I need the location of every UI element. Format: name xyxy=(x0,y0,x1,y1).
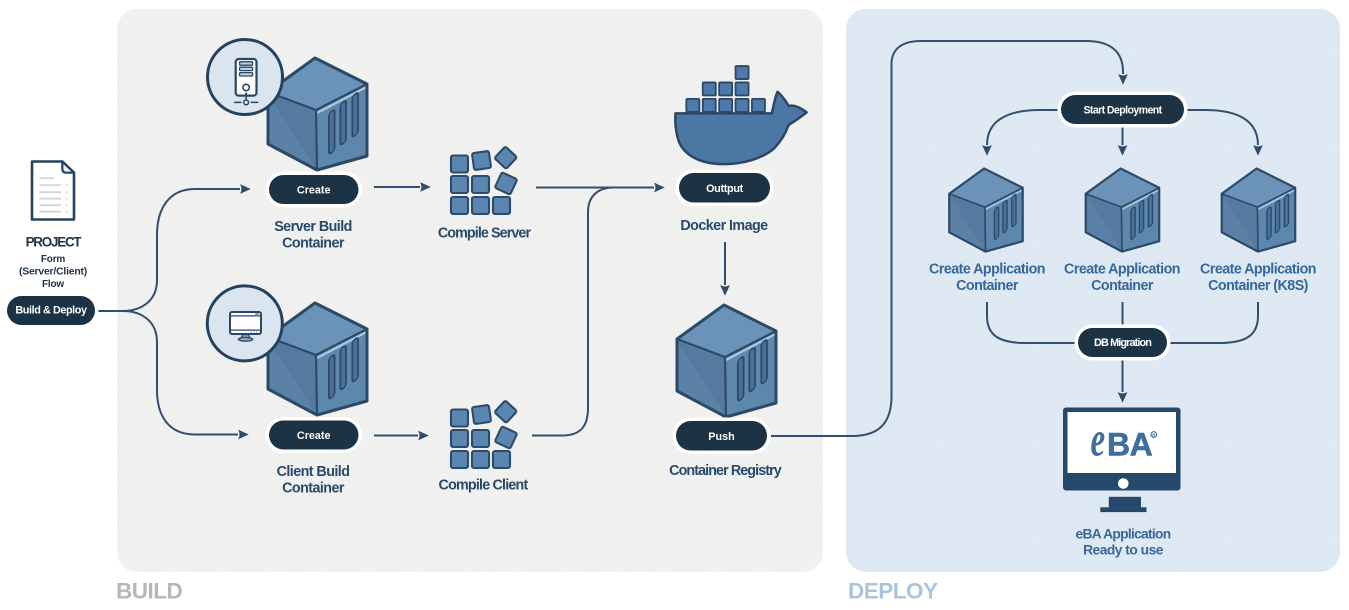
svg-text:Docker Image: Docker Image xyxy=(680,218,768,234)
svg-text:Container Registry: Container Registry xyxy=(669,463,782,479)
svg-text:Client Build: Client Build xyxy=(277,464,350,480)
svg-text:Compile Server: Compile Server xyxy=(438,226,532,242)
svg-text:Start Deployment: Start Deployment xyxy=(1083,104,1162,116)
svg-text:R: R xyxy=(1152,432,1156,437)
svg-text:e: e xyxy=(1091,412,1106,467)
svg-text:Container: Container xyxy=(956,278,1019,294)
svg-text:PROJECT: PROJECT xyxy=(26,235,83,250)
svg-text:Flow: Flow xyxy=(42,279,64,290)
svg-text:BUILD: BUILD xyxy=(116,579,182,604)
svg-text:Server Build: Server Build xyxy=(274,219,352,235)
svg-text:Compile Client: Compile Client xyxy=(439,478,529,494)
svg-text:eBA Application: eBA Application xyxy=(1075,527,1170,542)
svg-text:Form: Form xyxy=(41,254,66,265)
svg-text:Container: Container xyxy=(282,236,345,252)
svg-text:(Server/Client): (Server/Client) xyxy=(19,267,87,278)
svg-text:DEPLOY: DEPLOY xyxy=(848,579,938,604)
svg-text:Outtput: Outtput xyxy=(706,183,744,195)
svg-text:Container: Container xyxy=(282,481,345,497)
svg-text:Create Application: Create Application xyxy=(1200,262,1316,278)
svg-text:Ready to use: Ready to use xyxy=(1083,543,1164,558)
svg-text:Create: Create xyxy=(297,185,331,197)
svg-text:BA: BA xyxy=(1107,427,1153,463)
svg-text:Build & Deploy: Build & Deploy xyxy=(15,305,87,317)
svg-text:Push: Push xyxy=(708,431,734,443)
svg-text:DB Migration: DB Migration xyxy=(1094,337,1151,349)
svg-text:Container: Container xyxy=(1091,278,1154,294)
svg-text:Create: Create xyxy=(297,430,331,442)
svg-text:Container (K8S): Container (K8S) xyxy=(1208,278,1309,294)
svg-text:Create Application: Create Application xyxy=(1064,262,1180,278)
svg-text:Create Application: Create Application xyxy=(929,262,1045,278)
